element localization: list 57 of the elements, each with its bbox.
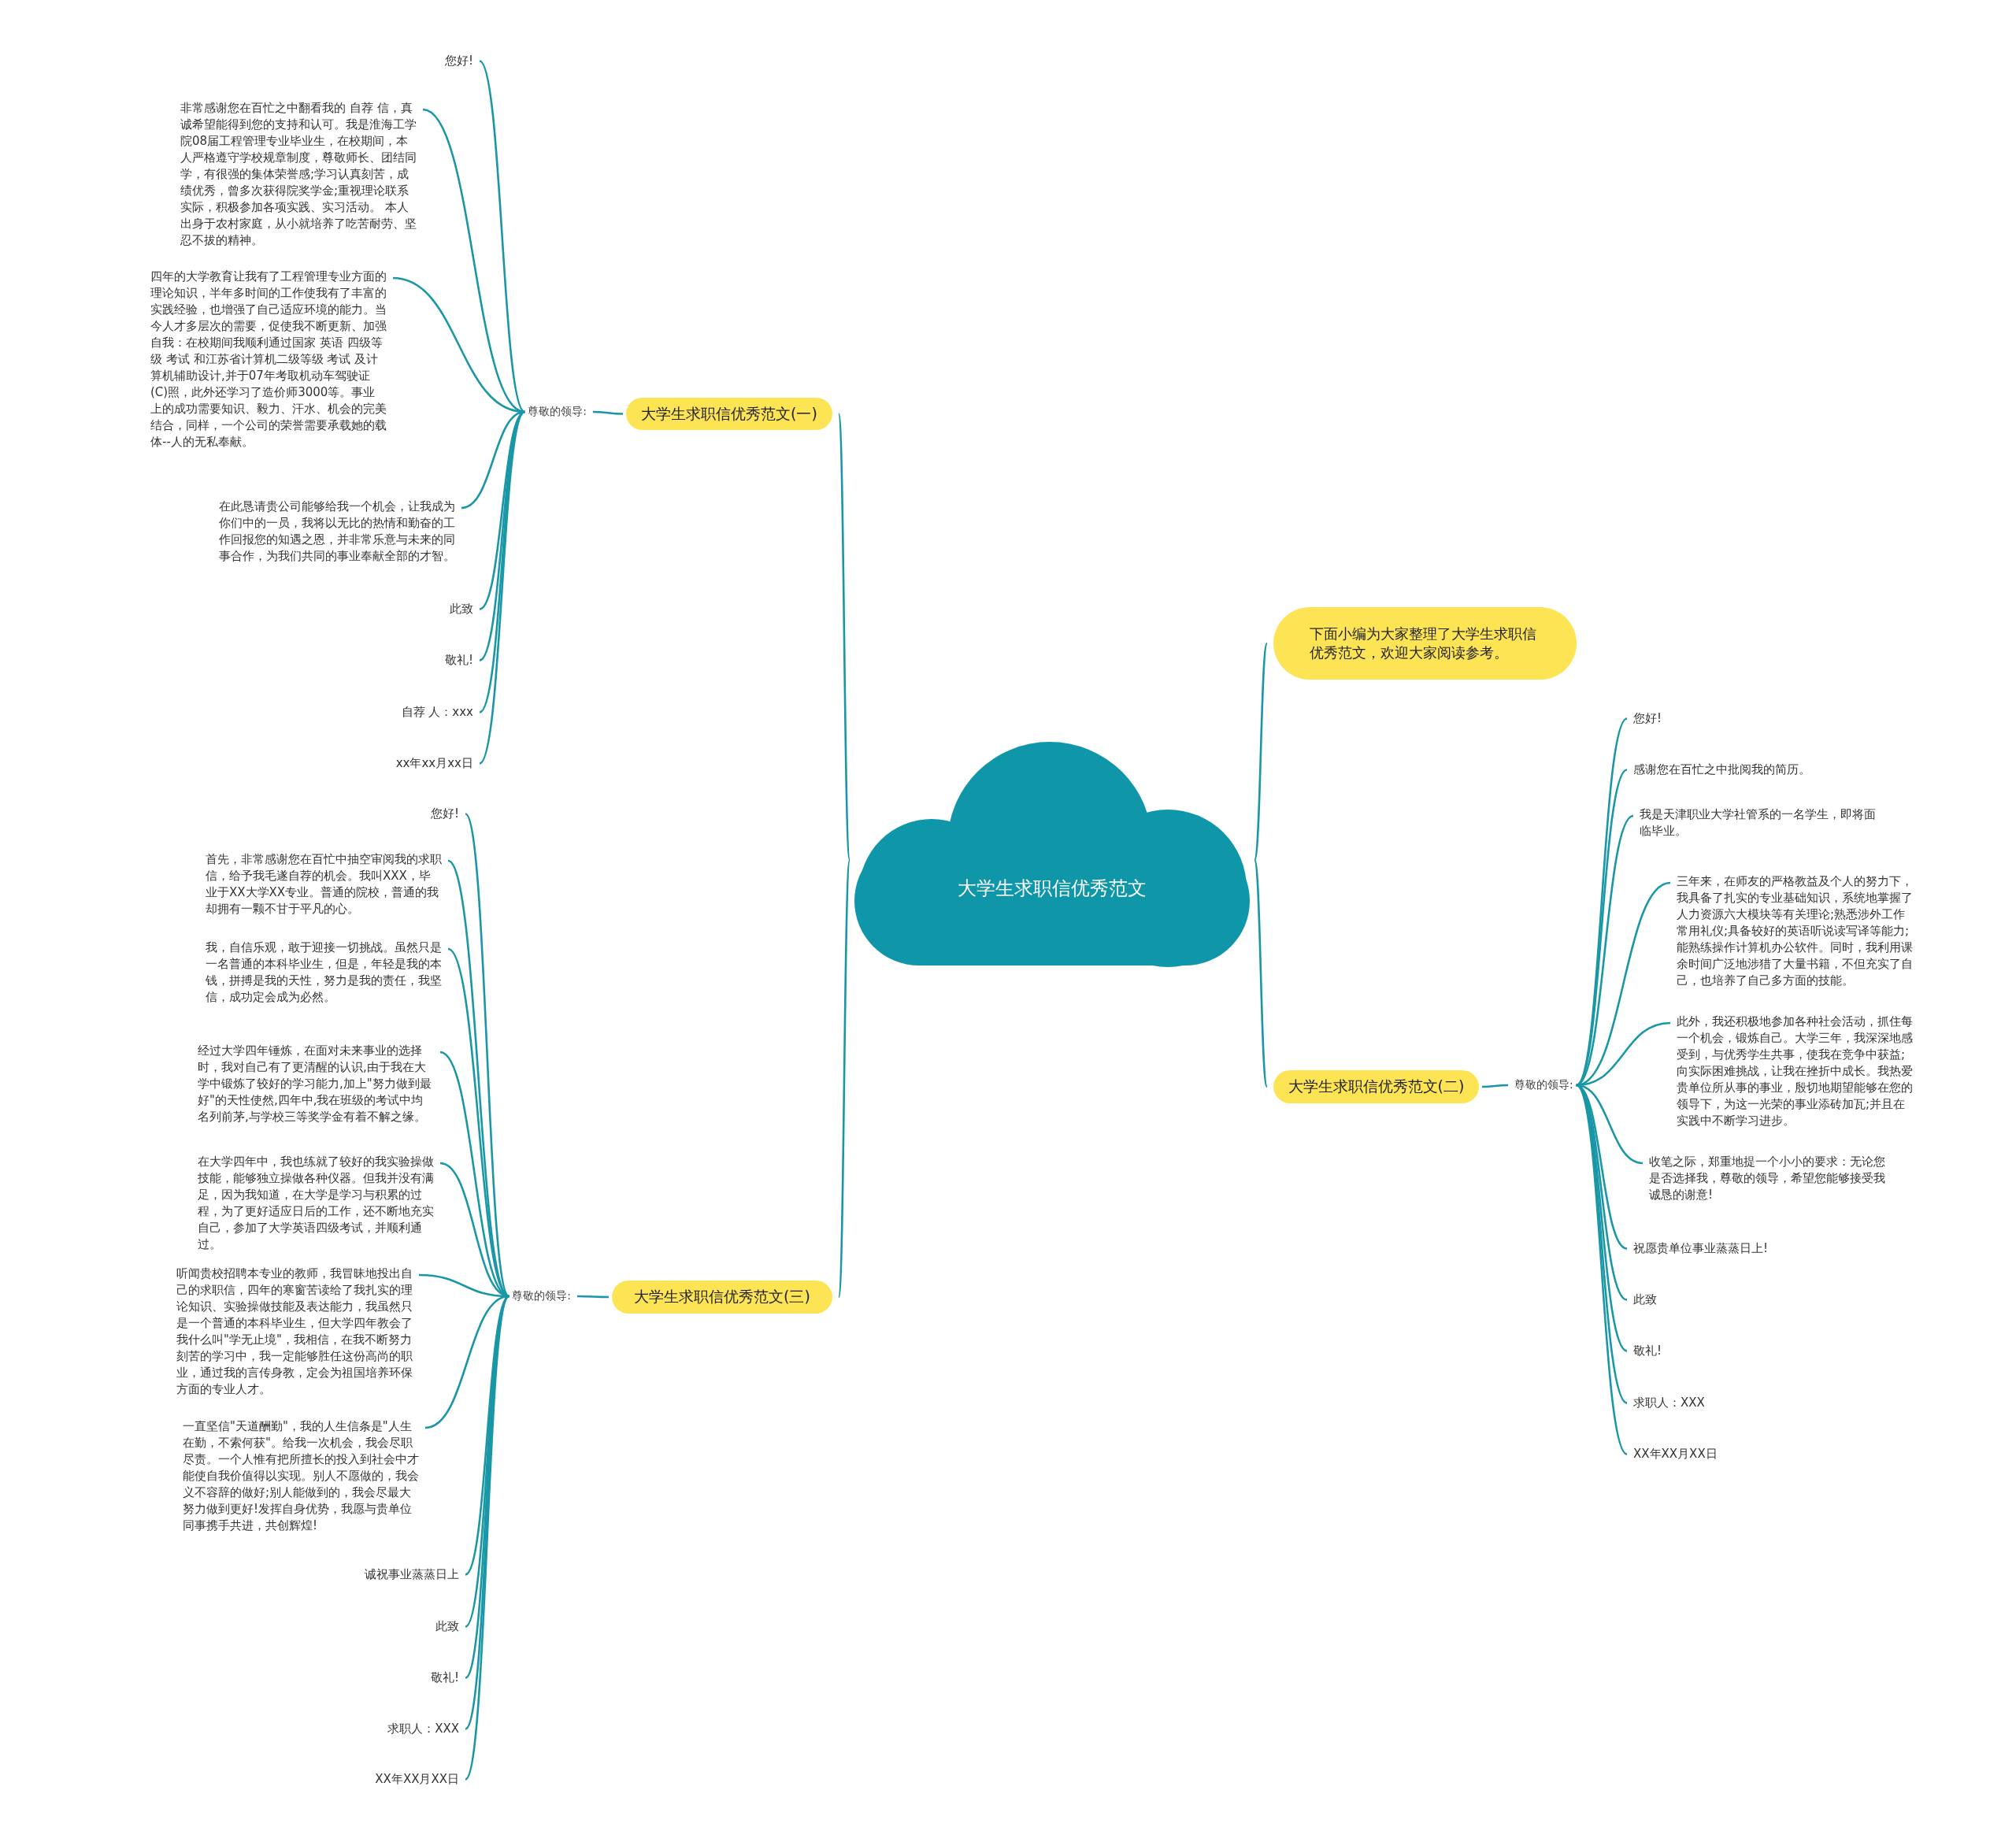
- connector-line: [424, 1295, 510, 1429]
- connector-line: [1576, 1021, 1671, 1087]
- branch-label: 尊敬的领导:: [528, 405, 587, 419]
- leaf-text: XX年XX月XX日: [375, 1771, 459, 1788]
- leaf-text: 求职人：XXX: [1633, 1395, 1705, 1411]
- branch-label: 尊敬的领导:: [1514, 1078, 1573, 1092]
- paragraph-text: 在此恳请贵公司能够给我一个机会，让我成为你们中的一员，我将以无比的热情和勤奋的工作回报您的知遇之恩，并非常乐意与未来的同事合作，为我们共同的事业奉献全部的才智。: [219, 498, 455, 565]
- leaf-text: 您好!: [431, 806, 459, 822]
- connector-line: [577, 1295, 609, 1299]
- connector-line: [464, 813, 510, 1297]
- leaf-text: 您好!: [445, 53, 473, 69]
- paragraph-text: 四年的大学教育让我有了工程管理专业方面的理论知识，半年多时间的工作使我有了丰富的实践经验，也增强了自己适应环境的能力。当今人才多层次的需要，促使我不断更新、加强自我：在校期间我顺利通过国家 英语 四级等级 考试 和江苏省计算机二级等级 考试 及计算机辅助设计,并于07年考取机动车驾驶证(C)照，此外还学习了造价师3000等。事业上的成功需要知识、毅力、汗水、机会的完美结合，同样，一个公司的荣誉需要承载她的载体--人的无私奉献。: [150, 269, 387, 450]
- leaf-text: 自荐 人：xxx: [401, 704, 473, 721]
- connector-line: [1576, 881, 1671, 1087]
- connector-line: [1575, 815, 1634, 1086]
- topic-box: 下面小编为大家整理了大学生求职信优秀范文，欢迎大家阅读参考。: [1273, 607, 1577, 680]
- central-topic-text: 大学生求职信优秀范文: [957, 877, 1147, 899]
- leaf-text: 此致: [450, 601, 473, 617]
- connector-line: [478, 411, 526, 765]
- topic-box: 大学生求职信优秀范文(二): [1273, 1070, 1479, 1103]
- leaf-text: 诚祝事业蒸蒸日上: [365, 1566, 459, 1583]
- connector-line: [1253, 859, 1269, 1088]
- topic-box: 大学生求职信优秀范文(三): [612, 1281, 832, 1314]
- paragraph-text: 此外，我还积极地参加各种社会活动，抓住每一个机会，锻炼自己。大学三年，我深深地感受到，与优秀学生共事，使我在竞争中获益;向实际困难挑战，让我在挫折中成长。我热爱贵单位所从事的事业，殷切地期望能够在您的领导下，为这一光荣的事业添砖加瓦;并且在实践中不断学习进步。: [1677, 1014, 1913, 1129]
- paragraph-text: 经过大学四年锤炼，在面对未来事业的选择时，我对自己有了更清醒的认识,由于我在大学中锻炼了较好的学习能力,加上"努力做到最好"的天性使然,四年中,我在班级的考试中均名列前茅,与学校三等奖学金有着不解之缘。: [198, 1043, 434, 1125]
- paragraph-text: 三年来，在师友的严格教益及个人的努力下，我具备了扎实的专业基础知识，系统地掌握了人力资源六大模块等有关理论;熟悉涉外工作常用礼仪;具备较好的英语听说读写译等能力;能熟练操作计算机办公软件。同时，我利用课余时间广泛地涉猎了大量书籍，不但充实了自己，也培养了自己多方面的技能。: [1677, 873, 1913, 989]
- leaf-text: xx年xx月xx日: [395, 755, 473, 772]
- leaf-text: XX年XX月XX日: [1633, 1446, 1718, 1462]
- paragraph-text: 在大学四年中，我也练就了较好的我实验操做技能，能够独立操做各种仪器。但我并没有满足，因为我知道，在大学是学习与积累的过程，为了更好适应日后的工作，还不断地充实自己，参加了大学英语四级考试，并顺利通过。: [198, 1154, 434, 1253]
- leaf-text: 此致: [1633, 1292, 1657, 1308]
- paragraph-text: 首先，非常感谢您在百忙中抽空审阅我的求职信，给予我毛遂自荐的机会。我叫XXX，毕业于XX大学XX专业。普通的院校，普通的我却拥有一颗不甘于平凡的心。: [206, 851, 442, 917]
- paragraph-text: 我，自信乐观，敢于迎接一切挑战。虽然只是一名普通的本科毕业生，但是，年轻是我的本钱，拼搏是我的天性，努力是我的责任，我坚信，成功定会成为必然。: [206, 940, 442, 1006]
- topic-box: 大学生求职信优秀范文(一): [626, 398, 832, 430]
- connector-line: [1253, 643, 1269, 861]
- paragraph-text: 我是天津职业大学社管系的一名学生，即将面临毕业。: [1640, 806, 1876, 839]
- paragraph-text: 听闻贵校招聘本专业的教师，我冒昧地投出自己的求职信，四年的寒窗苦读给了我扎实的理论知识、实验操做技能及表达能力，我虽然只是一个普通的本科毕业生，但大学四年教会了我什么叫"学无止境"，我相信，在我不断努力刻苦的学习中，我一定能够胜任这份高尚的职业，通过我的言传身教，定会为祖国培养环保方面的专业人才。: [176, 1266, 413, 1398]
- connector-line: [837, 859, 851, 1298]
- leaf-text: 祝愿贵单位事业蒸蒸日上!: [1633, 1240, 1768, 1257]
- connector-line: [392, 276, 525, 413]
- connector-line: [1482, 1084, 1508, 1088]
- paragraph-text: 收笔之际，郑重地提一个小小的要求：无论您是否选择我，尊敬的领导，希望您能够接受我诚恳的谢意!: [1649, 1154, 1885, 1203]
- connector-line: [478, 60, 526, 413]
- connector-line: [479, 411, 526, 713]
- leaf-text: 感谢您在百忙之中批阅我的简历。: [1633, 762, 1810, 778]
- leaf-text: 您好!: [1633, 710, 1662, 727]
- leaf-text: 求职人：XXX: [387, 1721, 459, 1737]
- branch-label: 尊敬的领导:: [512, 1289, 571, 1303]
- leaf-text: 敬礼!: [431, 1670, 459, 1686]
- paragraph-text: 非常感谢您在百忙之中翻看我的 自荐 信，真诚希望能得到您的支持和认可。我是淮海工学院08届工程管理专业毕业生，在校期间，本人严格遵守学校规章制度，尊敬师长、团结同学，有很强的集体荣誉感;学习认真刻苦，成绩优秀，曾多次获得院奖学金;重视理论联系实际，积极参加各项实践、实习活动。 本人出身于农村家庭，从小就培养了吃苦耐劳、坚忍不拔的精神。: [180, 100, 417, 249]
- connector-line: [422, 108, 525, 413]
- paragraph-text: 一直坚信"天道酬勤"，我的人生信条是"人生在勤，不索何获"。给我一次机会，我会尽职尽责。一个人惟有把所擅长的投入到社会中才能使自我价值得以实现。别人不愿做的，我会义不容辞的做好;别人能做到的，我会尽最大努力做到更好!发挥自身优势，我愿与贵单位同事携手共进，共创辉煌!: [183, 1418, 419, 1534]
- leaf-text: 此致: [435, 1618, 459, 1635]
- leaf-text: 敬礼!: [1633, 1343, 1662, 1359]
- connector-line: [837, 413, 851, 861]
- connector-line: [439, 1162, 510, 1298]
- leaf-text: 敬礼!: [445, 652, 473, 669]
- connector-line: [593, 410, 623, 415]
